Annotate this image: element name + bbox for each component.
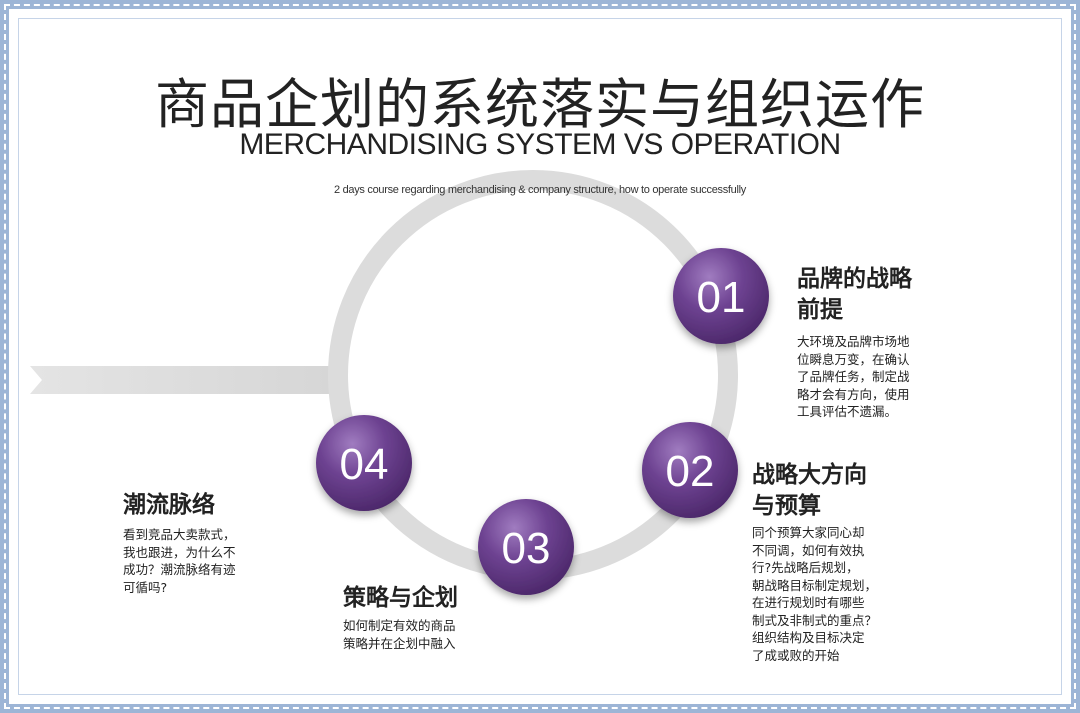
page-subtitle: 2 days course regarding merchandising & … (334, 184, 746, 196)
node-02-title: 战略大方向 与预算 (752, 460, 867, 522)
node-03-circle (478, 499, 574, 595)
node-03-desc-line: 策略并在企划中融入 (343, 635, 456, 651)
node-01-desc-line: 工具评估不遗漏。 (797, 404, 898, 419)
page-title: 商品企划的系统落实与组织运作 (155, 73, 925, 136)
node-01-desc-line: 略才会有方向，使用 (797, 386, 910, 402)
node-04-description: 看到竞品大卖款式， 我也跟进，为什么不 成功？潮流脉络有迹 可循吗? (123, 526, 236, 596)
page-border-inner (18, 18, 1062, 695)
node-03-title: 策略与企划 (343, 583, 458, 614)
node-02-circle (642, 422, 738, 518)
node-02-number: 02 (666, 447, 715, 496)
node-01-desc-line: 大环境及品牌市场地 (797, 334, 910, 349)
node-01-title-line: 前提 (797, 297, 843, 323)
node-03: 03 (478, 499, 574, 595)
node-02-desc-line: 在进行规划时有哪些 (752, 595, 865, 610)
node-04-title-line: 潮流脉络 (123, 492, 215, 518)
node-02-desc-line: 同个预算大家同心却 (752, 525, 865, 540)
node-04-desc-line: 可循吗? (123, 579, 168, 595)
node-02-desc-line: 了成或败的开始 (752, 647, 840, 663)
node-02-title-line: 与预算 (752, 493, 821, 519)
node-02-desc-line: 组织结构及目标决定 (752, 630, 865, 645)
node-02-desc-line: 不同调，如何有效执 (752, 542, 865, 558)
node-01-title-line: 品牌的战略 (797, 266, 912, 292)
node-02-description: 同个预算大家同心却 不同调，如何有效执 行?先战略后规划， 朝战略目标制定规划，… (752, 524, 877, 664)
node-01-number: 01 (697, 273, 746, 322)
node-01-title: 品牌的战略 前提 (797, 264, 912, 326)
node-04-title: 潮流脉络 (123, 490, 215, 521)
node-02-title-line: 战略大方向 (752, 462, 867, 488)
node-04: 04 (316, 415, 412, 511)
node-04-desc-line: 成功？潮流脉络有迹 (123, 562, 236, 577)
node-02-desc-line: 行?先战略后规划， (752, 560, 859, 575)
node-03-description: 如何制定有效的商品 策略并在企划中融入 (343, 617, 456, 652)
node-04-number: 04 (340, 440, 389, 489)
node-01-desc-line: 了品牌任务，制定战 (797, 369, 910, 384)
node-03-number: 03 (502, 524, 551, 573)
node-03-desc-line: 如何制定有效的商品 (343, 618, 456, 633)
ring-tail-bar (30, 366, 335, 394)
node-02-desc-line: 朝战略目标制定规划， (752, 577, 878, 593)
node-01: 01 (673, 248, 769, 344)
node-04-desc-line: 我也跟进，为什么不 (123, 544, 236, 560)
node-01-description: 大环境及品牌市场地 位瞬息万变，在确认 了品牌任务，制定战 略才会有方向，使用 … (797, 333, 910, 421)
node-03-title-line: 策略与企划 (343, 585, 458, 611)
node-04-circle (316, 415, 412, 511)
node-02: 02 (642, 422, 738, 518)
node-04-desc-line: 看到竞品大卖款式， (123, 527, 236, 542)
node-02-desc-line: 制式及非制式的重点？ (752, 612, 878, 628)
node-01-circle (673, 248, 769, 344)
node-01-desc-line: 位瞬息万变，在确认 (797, 351, 910, 367)
page-title-english: MERCHANDISING SYSTEM VS OPERATION (239, 128, 841, 161)
